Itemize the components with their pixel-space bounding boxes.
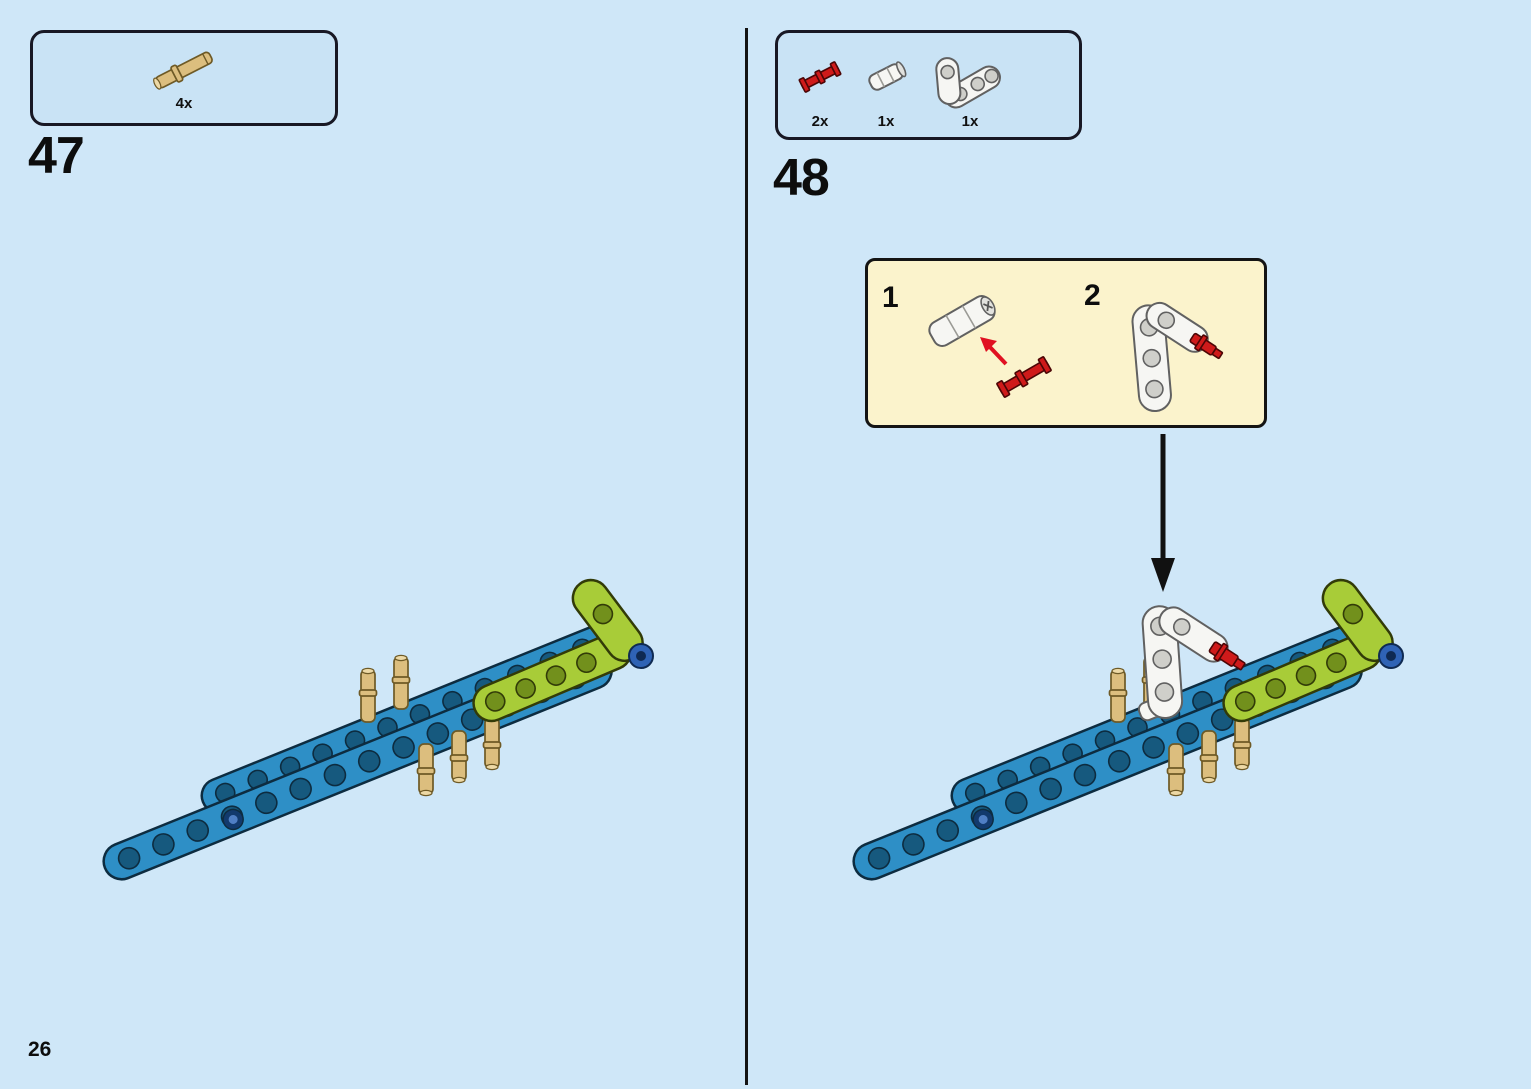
- step-48-number: 48: [773, 149, 830, 207]
- substep-1-diagram: [928, 295, 1052, 398]
- red-axle-in-beam: [1189, 332, 1224, 360]
- page-number: 26: [28, 1038, 52, 1061]
- substep-2-label: 2: [1084, 279, 1101, 312]
- white-angle-beam-part: [1131, 301, 1224, 413]
- part-count: 4x: [175, 94, 193, 112]
- part-count: 2x: [811, 113, 829, 130]
- step-48-parts-box: 2x 1x: [775, 30, 1082, 140]
- part-item: 1x: [858, 39, 914, 131]
- substep-2-diagram: [1131, 301, 1224, 413]
- part-item: 1x: [924, 39, 1016, 131]
- down-arrow-icon: [1151, 434, 1175, 592]
- tan-pin-3l-icon: [153, 51, 213, 90]
- part-count: 1x: [877, 113, 895, 130]
- red-axle-icon: [798, 60, 842, 93]
- white-connector-icon: [868, 60, 907, 91]
- white-connector-part: [928, 295, 996, 347]
- assembly-diagram-47: [85, 560, 665, 905]
- red-axle-part: [996, 356, 1052, 398]
- callout-box: 1 2: [865, 258, 1267, 428]
- assembly-diagram-48: [835, 560, 1415, 905]
- part-item: 2x: [792, 39, 848, 131]
- white-angle-beam-icon: [935, 56, 1001, 108]
- substep-1-label: 1: [882, 281, 899, 314]
- step-47-number: 47: [28, 127, 85, 185]
- step-47-parts-box: 4x: [30, 30, 338, 126]
- column-divider: [745, 28, 748, 1085]
- insert-arrow: [980, 337, 1008, 366]
- part-count: 1x: [961, 113, 979, 130]
